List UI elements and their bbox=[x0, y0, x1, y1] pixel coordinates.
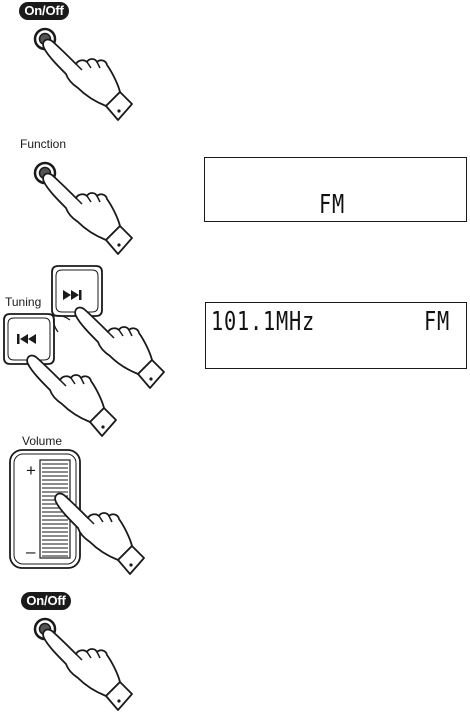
volume-plus-text: + bbox=[26, 462, 36, 479]
hand-pointer-icon bbox=[43, 40, 132, 120]
lcd-band-text: FM bbox=[424, 307, 450, 337]
step5-press-illustration bbox=[30, 614, 140, 714]
hand-pointer-icon bbox=[55, 494, 144, 574]
function-caption: Function bbox=[20, 137, 66, 151]
volume-minus-text: – bbox=[26, 543, 35, 560]
volume-caption: Volume bbox=[22, 434, 62, 448]
lcd-display-tuning: 101.1 MHz FM bbox=[205, 302, 467, 369]
lcd-band-text: FM bbox=[319, 190, 345, 220]
lcd-unit-text: MHz bbox=[276, 307, 315, 337]
tuning-hand-back bbox=[14, 340, 124, 440]
step2-press-illustration bbox=[30, 158, 140, 258]
on-off-button-label: On/Off bbox=[19, 2, 69, 20]
on-off-button-label: On/Off bbox=[21, 592, 71, 610]
hand-pointer-icon bbox=[27, 356, 116, 436]
lcd-frequency-text: 101.1 bbox=[211, 307, 276, 337]
hand-pointer-icon bbox=[43, 630, 132, 710]
step1-press-illustration bbox=[30, 24, 140, 124]
volume-hand bbox=[42, 478, 152, 578]
lcd-display-function: FM bbox=[204, 157, 467, 222]
hand-pointer-icon bbox=[43, 174, 132, 254]
